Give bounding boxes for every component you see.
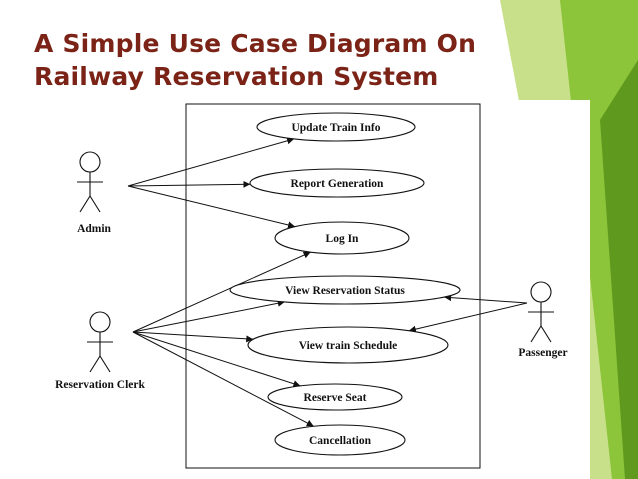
use-case-ellipse bbox=[267, 383, 403, 411]
use-case-cancel: Cancellation bbox=[274, 424, 406, 456]
use-case-ellipse bbox=[256, 112, 416, 142]
actor-label: Reservation Clerk bbox=[55, 379, 145, 391]
association-passenger-schedule bbox=[408, 302, 528, 333]
associations bbox=[127, 137, 528, 427]
association-clerk-status bbox=[132, 299, 285, 333]
use-case-ellipse bbox=[274, 424, 406, 456]
association-clerk-cancel bbox=[132, 331, 314, 427]
use-case-ellipse bbox=[274, 221, 410, 255]
use-case-ellipse bbox=[249, 168, 425, 198]
use-case-label: Log In bbox=[326, 233, 360, 245]
use-case-label: Reserve Seat bbox=[304, 392, 367, 404]
use-case-label: View train Schedule bbox=[299, 340, 398, 352]
use-case-status: View Reservation Status bbox=[229, 275, 461, 305]
use-case-label: Report Generation bbox=[291, 178, 385, 190]
actor-admin: Admin bbox=[77, 151, 112, 235]
actor-label: Admin bbox=[77, 223, 111, 235]
slide-title: A Simple Use Case Diagram On Railway Res… bbox=[34, 29, 477, 91]
actor-label: Passenger bbox=[518, 347, 567, 359]
use-case-schedule: View train Schedule bbox=[247, 326, 449, 364]
use-case-report: Report Generation bbox=[249, 168, 425, 198]
use-case-ellipse bbox=[229, 275, 461, 305]
association-passenger-status bbox=[444, 294, 528, 304]
association-clerk-reserve bbox=[132, 331, 301, 388]
use-case-ellipse bbox=[247, 326, 449, 364]
use-case-reserve: Reserve Seat bbox=[267, 383, 403, 411]
use-case-label: Cancellation bbox=[309, 435, 372, 447]
use-case-update: Update Train Info bbox=[256, 112, 416, 142]
association-admin-report bbox=[127, 180, 251, 188]
accent-shape-dark bbox=[600, 60, 638, 479]
actor-passenger: Passenger bbox=[518, 281, 568, 359]
association-admin-login bbox=[127, 185, 296, 229]
system-boundary bbox=[185, 103, 481, 469]
actor-clerk: Reservation Clerk bbox=[55, 311, 145, 391]
stick-figure-icon bbox=[77, 151, 103, 213]
association-clerk-schedule bbox=[132, 331, 254, 343]
use-case-label: Update Train Info bbox=[291, 122, 380, 134]
stick-figure-icon bbox=[87, 311, 113, 373]
use-case-login: Log In bbox=[274, 221, 410, 255]
stick-figure-icon bbox=[528, 281, 554, 343]
association-admin-update bbox=[127, 137, 295, 187]
use-case-label: View Reservation Status bbox=[285, 285, 405, 297]
association-clerk-login bbox=[132, 251, 311, 333]
